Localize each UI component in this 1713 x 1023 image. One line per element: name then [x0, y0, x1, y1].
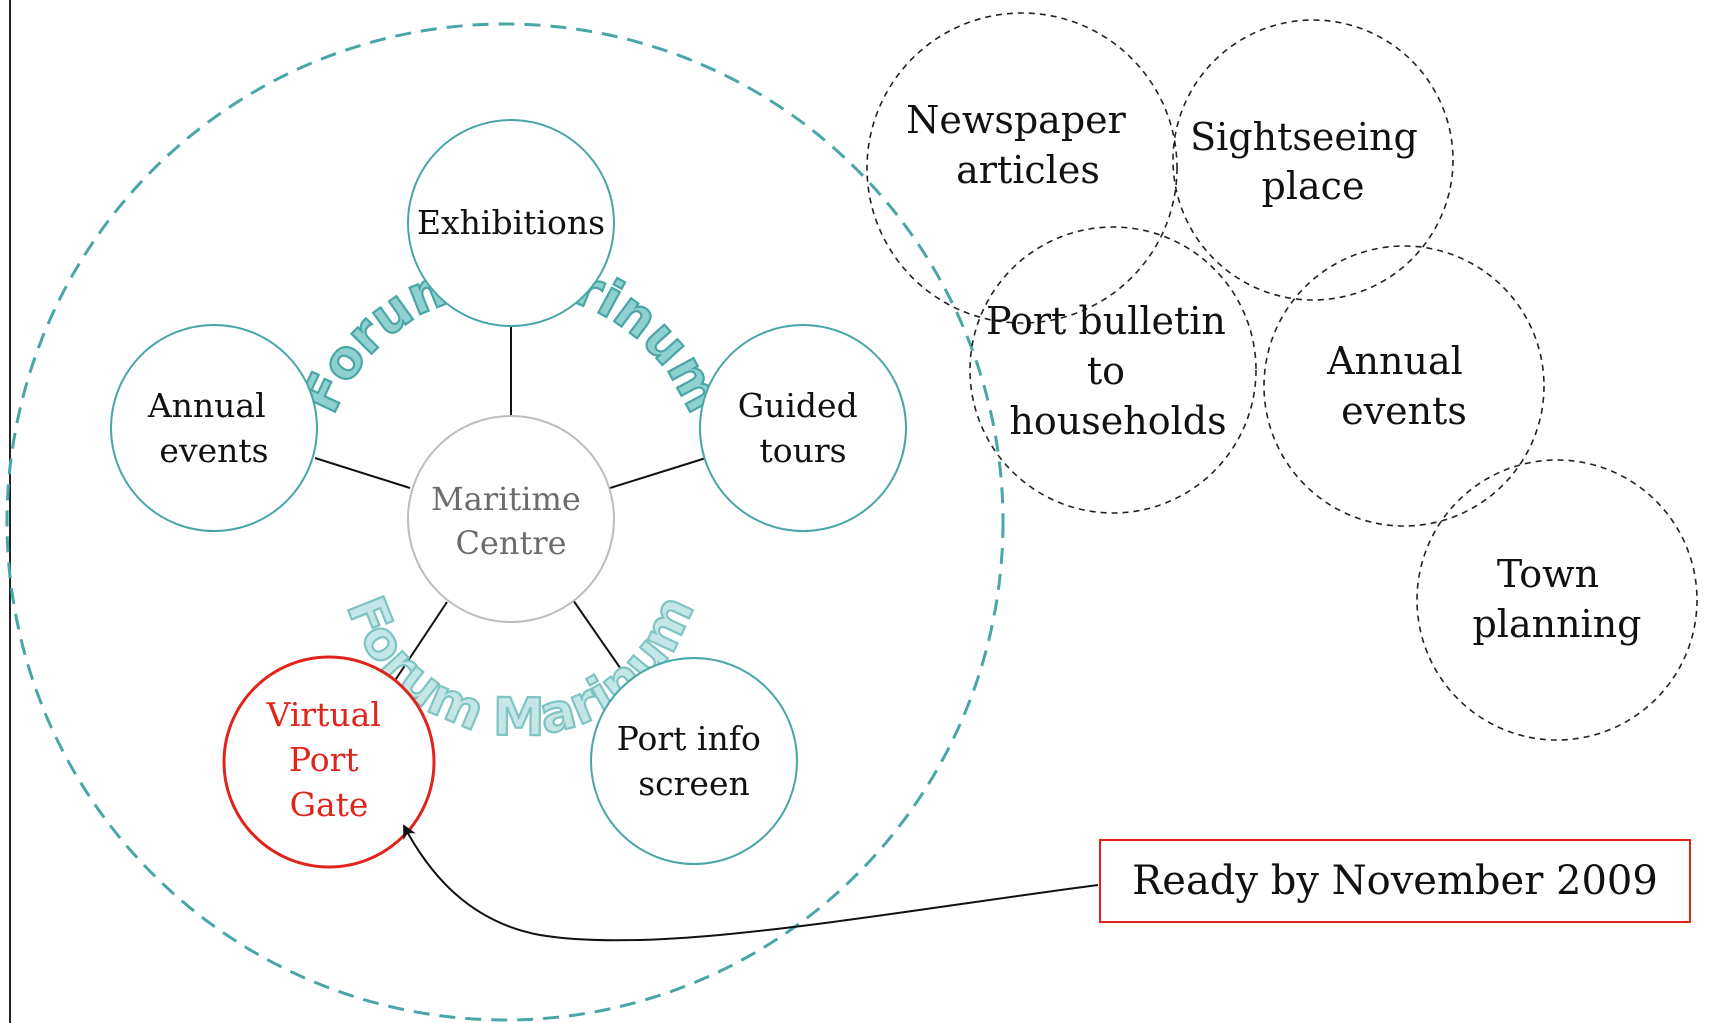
node-guided-tours: Guided tours [699, 324, 907, 532]
svg-text:Port info screen: Port info screen [617, 719, 772, 803]
node-exhibitions: Exhibitions [407, 119, 615, 327]
callout-box: Ready by November 2009 [1099, 839, 1691, 923]
ext-circle-sightseeing-place [1172, 19, 1454, 301]
node-port-info-screen: Port info screen [590, 657, 798, 865]
svg-text:Guided tours: Guided tours [738, 386, 868, 470]
callout-text: Ready by November 2009 [1132, 858, 1658, 904]
ext-label-town-planning: Town planning [1472, 552, 1641, 646]
forum-marinum-boundary [5, 22, 1005, 1022]
connector-annual-events [314, 457, 411, 489]
ext-label-port-bulletin: Port bulletin to households [986, 299, 1238, 443]
connector-virtual-port-gate [389, 601, 448, 689]
ext-circle-annual-events [1263, 245, 1545, 527]
callout-arrow [403, 824, 1099, 942]
ext-label-annual-events: Annual events [1326, 339, 1475, 433]
connector-guided-tours [609, 457, 707, 489]
svg-text:Exhibitions: Exhibitions [417, 203, 605, 242]
maritime-centre-circle [407, 415, 615, 623]
ext-label-sightseeing-place: Sightseeing place [1190, 115, 1430, 208]
ext-circle-newspaper-articles [866, 12, 1178, 324]
node-annual-events: Annual events [110, 324, 318, 532]
maritime-centre-label: Maritime Centre [431, 480, 591, 562]
connector-port-info-screen [572, 599, 633, 686]
svg-text:Annual events: Annual events [147, 386, 276, 470]
external-circles [866, 12, 1698, 741]
connectors [314, 322, 707, 689]
svg-text:Virtual Port Gate: Virtual Port Gate [266, 695, 392, 824]
ext-circle-port-bulletin [969, 226, 1257, 514]
ext-label-newspaper-articles: Newspaper articles [906, 98, 1138, 192]
node-virtual-port-gate: Virtual Port Gate [222, 655, 436, 869]
ext-circle-town-planning [1416, 459, 1698, 741]
